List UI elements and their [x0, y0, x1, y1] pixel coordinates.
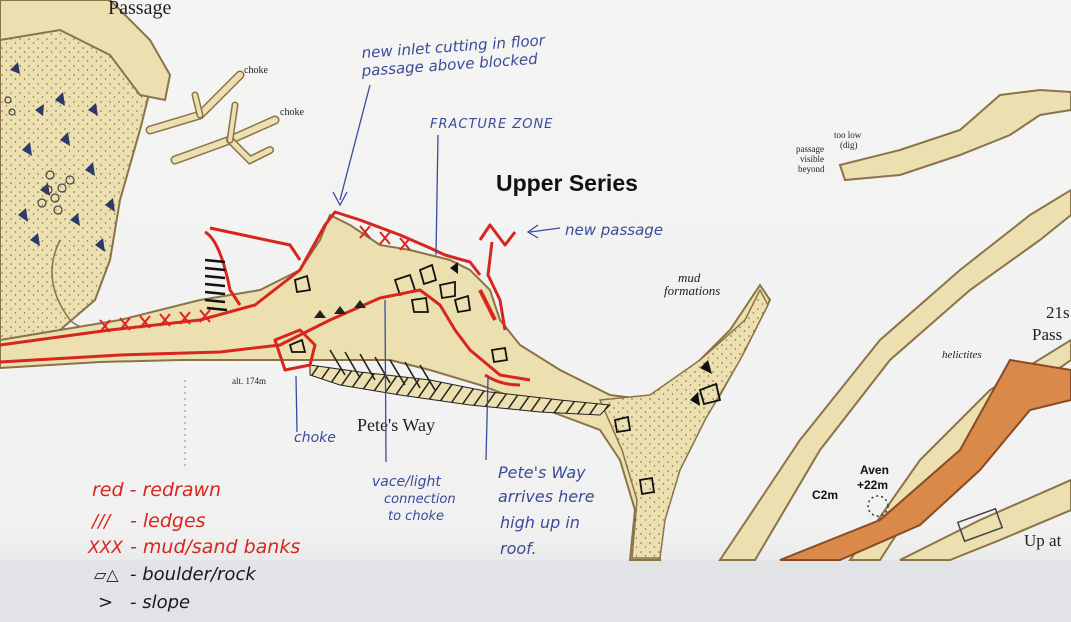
note-petes-way-3: high up in — [500, 513, 580, 532]
legend-symbol-slope: > — [98, 592, 113, 613]
legend-item-redrawn: red - redrawn — [92, 479, 221, 501]
label-petes-way: Pete's Way — [357, 415, 435, 435]
note-vace-2: connection — [384, 492, 456, 507]
annotation-pointers — [295, 84, 561, 463]
legend-item-ledges: - ledges — [130, 510, 206, 532]
right-passages — [718, 88, 1071, 561]
note-vace-3: to choke — [388, 509, 444, 524]
legend-symbol-mud: XXX — [87, 538, 123, 558]
note-vace-1: vace/light — [372, 474, 441, 490]
note-petes-way-1: Pete's Way — [498, 463, 586, 482]
redrawn-outlines — [0, 210, 531, 387]
slope-marks — [314, 300, 366, 318]
legend-item-boulder: - boulder/rock — [130, 564, 257, 585]
pitch-ladder — [204, 258, 228, 312]
legend-item-slope: - slope — [130, 592, 190, 613]
legend-symbol-ledges: /// — [90, 511, 112, 532]
label-up-at: Up at — [1024, 531, 1062, 550]
choke-branches — [145, 70, 280, 165]
label-beyond: beyond — [798, 164, 825, 174]
label-helictites: helictites — [942, 349, 982, 361]
ledge-strokes — [329, 349, 436, 391]
label-mud: mud — [678, 270, 701, 285]
label-choke-1: choke — [244, 65, 268, 76]
label-pass: Pass — [1032, 325, 1062, 344]
label-c2m: C2m — [812, 488, 838, 502]
label-formations: formations — [664, 283, 720, 298]
paper-shadow — [0, 560, 1071, 622]
legend-symbol-boulder: ▱△ — [94, 565, 119, 584]
label-passage-visible: passage — [796, 144, 824, 154]
note-new-passage: new passage — [565, 221, 663, 239]
note-fracture-zone: FRACTURE ZONE — [430, 117, 553, 132]
label-too-low: too low — [834, 130, 862, 140]
label-visible: visible — [800, 154, 824, 164]
map-labels: Passage choke choke too low (dig) passag… — [108, 0, 1070, 550]
legend: red - redrawn /// - ledges XXX - mud/san… — [87, 479, 300, 613]
label-passage-top: Passage — [108, 0, 171, 19]
label-aven-height: +22m — [857, 478, 888, 492]
note-petes-way-2: arrives here — [498, 487, 595, 506]
label-upper-series: Upper Series — [496, 170, 638, 196]
map-labels-bold: Upper Series Aven +22m C2m — [496, 170, 889, 502]
label-choke-2: choke — [280, 107, 304, 118]
legend-item-mud: - mud/sand banks — [130, 536, 300, 558]
label-21s: 21s — [1046, 303, 1070, 322]
label-altitude: alt. 174m — [232, 376, 266, 386]
label-aven: Aven — [860, 463, 889, 477]
note-choke: choke — [294, 430, 336, 446]
mud-bank-xxx — [99, 225, 411, 333]
label-dig: (dig) — [840, 140, 858, 150]
note-petes-way-4: roof. — [500, 539, 537, 558]
